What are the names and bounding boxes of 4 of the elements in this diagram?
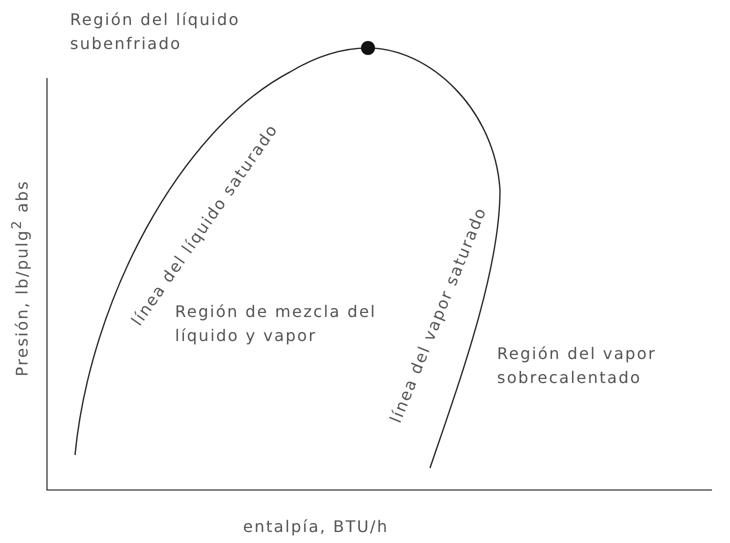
region-label: Región del líquido subenfriado [70, 9, 241, 55]
region-label: Región del vapor sobrecalentado [497, 343, 658, 389]
axis-title: entalpía, BTU/h [243, 516, 389, 538]
region-label: Región de mezcla del líquido y vapor [175, 301, 378, 347]
